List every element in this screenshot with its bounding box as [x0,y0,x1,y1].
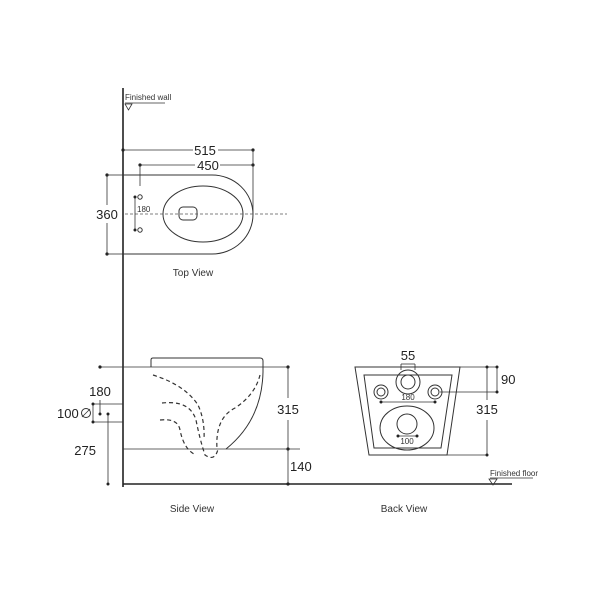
bolt-hole-top [137,194,143,200]
outlet-opening [178,206,198,221]
bowl-profile [225,371,264,450]
dim-outlet-diameter: 100 [57,406,79,421]
dim-inlet-height: 90 [501,372,515,387]
wall-marker-icon [124,103,133,111]
dim-bowl-length: 450 [197,158,219,173]
finished-wall-label: Finished wall [125,93,171,102]
finished-floor-label: Finished floor [490,469,538,478]
back-view-title: Back View [381,504,428,515]
dim-back-height: 315 [476,402,498,417]
dim-floor-clearance: 140 [290,459,312,474]
diameter-icon [81,408,91,418]
dim-back-bolt-spacing: 180 [401,393,415,402]
top-view: 515 450 360 180 Top View [96,143,287,279]
dim-inlet-width: 55 [401,348,415,363]
bolt-hole-bottom [137,227,143,233]
dim-width: 360 [96,207,118,222]
dim-overall-length: 515 [194,143,216,158]
dim-outlet-width: 100 [400,437,414,446]
side-view-title: Side View [170,504,215,515]
back-bolt-hole-left [373,384,389,400]
bowl-outline [123,174,254,255]
dim-bolt-spacing: 180 [137,205,151,214]
back-bolt-hole-right [427,384,443,400]
floor-marker-icon [488,478,498,486]
water-inlet [395,369,421,395]
dim-bolt-height: 180 [89,384,111,399]
back-view: 55 180 100 90 315 Back View [354,348,515,515]
side-view: 315 140 180 100 275 Side View [57,357,312,515]
dim-outlet-height: 275 [74,443,96,458]
dim-bowl-height: 315 [277,402,299,417]
top-view-title: Top View [173,268,214,279]
back-outlet [379,405,435,451]
